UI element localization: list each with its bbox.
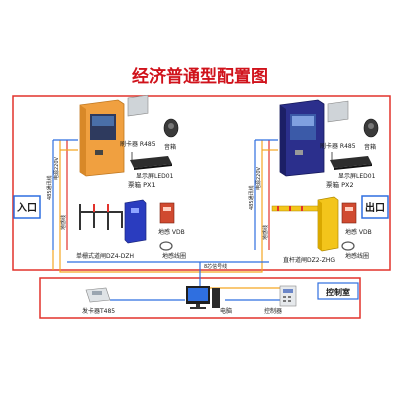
coil-2-device <box>341 241 355 251</box>
ticket-box-px1 <box>79 99 125 177</box>
signal-line-label: 8芯信号线 <box>204 263 227 270</box>
computer-label: 电脑 <box>220 307 232 315</box>
led-display-1 <box>130 152 172 170</box>
control-room-label: 控制室 <box>326 287 350 297</box>
main-frame <box>12 95 391 271</box>
card-reader-2-label: 刷卡器 R485 <box>320 142 356 150</box>
card-issuer-label: 发卡器T485 <box>82 307 115 315</box>
speaker-2-label: 音箱 <box>364 143 376 151</box>
vdb-2-device <box>341 202 357 224</box>
diagram-title: 经济普通型配置图 <box>132 66 268 87</box>
coil-2-label: 地感线圈 <box>345 252 369 260</box>
exit-box <box>361 195 389 219</box>
card-reader-1-device <box>127 94 149 117</box>
vdb-2-label: 地感 VDB <box>345 228 372 236</box>
straight-gate-label: 直杆道闸DZ2-ZHG <box>283 256 335 264</box>
wire-label-right-3: 地感线 <box>262 225 269 240</box>
wire-label-left-1: 485通讯线 <box>46 175 53 200</box>
led-display-2 <box>330 152 372 170</box>
coil-1-label: 地感线圈 <box>162 252 186 260</box>
wire-label-right-1: 485通讯线 <box>248 185 255 210</box>
led-1-label: 显示屏LED01 <box>136 173 174 180</box>
vdb-1-label: 地感 VDB <box>158 228 185 236</box>
entrance-label: 入口 <box>17 202 37 214</box>
led-2-label: 显示屏LED01 <box>338 173 376 180</box>
wire-label-left-2: 电源220V <box>53 156 60 180</box>
ticket-box-1-label: 票箱 PX1 <box>128 180 156 189</box>
fence-gate-label: 单栅式道闸DZ4-DZH <box>76 252 134 260</box>
wiring <box>52 139 280 301</box>
entrance-box <box>13 195 41 219</box>
coil-1-device <box>159 241 173 251</box>
ticket-box-px2 <box>279 99 325 177</box>
ticket-box-2-label: 票箱 PX2 <box>326 180 354 189</box>
straight-gate-device <box>271 196 339 252</box>
vdb-1-device <box>159 202 175 224</box>
fence-gate-device <box>79 199 147 244</box>
computer-device <box>186 286 220 309</box>
card-reader-2-device <box>327 100 349 123</box>
controller-label: 控制器 <box>264 307 282 315</box>
speaker-1-label: 音箱 <box>164 143 176 151</box>
card-issuer-device <box>85 287 111 303</box>
exit-label: 出口 <box>365 201 385 214</box>
wire-label-left-3: 地感线 <box>60 215 67 230</box>
control-room-label-box <box>317 282 359 300</box>
card-reader-1-label: 刷卡器 R485 <box>120 140 156 148</box>
wire-label-right-2: 电源220V <box>255 166 262 190</box>
controller-device <box>279 285 297 307</box>
